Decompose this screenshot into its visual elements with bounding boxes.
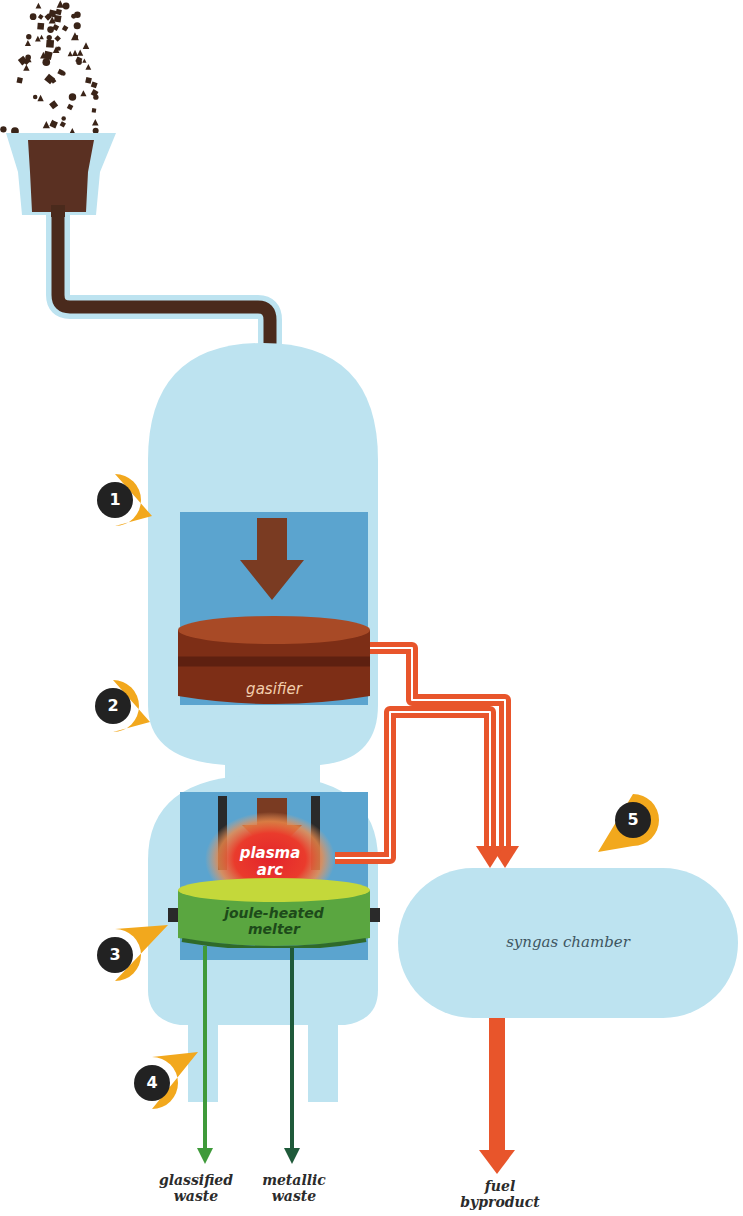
- arrowhead: [476, 846, 504, 868]
- disk-top: [178, 878, 370, 902]
- arrowhead: [284, 1148, 300, 1164]
- callout-number: 2: [98, 697, 128, 715]
- particle: [50, 119, 56, 125]
- node-label: syngas chamber: [506, 934, 630, 951]
- particle: [67, 104, 74, 111]
- hopper: [6, 133, 116, 215]
- particle: [61, 116, 66, 121]
- particle: [77, 50, 83, 56]
- syngas-chamber: syngas chamber: [398, 868, 738, 1018]
- particle: [85, 64, 91, 70]
- gasifier-disk: gasifier: [178, 616, 370, 706]
- arrowhead: [197, 1148, 213, 1164]
- particle: [30, 13, 37, 20]
- upper-vessel: [148, 343, 378, 765]
- particle: [16, 77, 22, 83]
- particle: [33, 95, 38, 100]
- hopper-fill: [28, 140, 94, 212]
- particle: [37, 95, 43, 101]
- particle: [69, 128, 75, 134]
- particle: [43, 121, 50, 128]
- callout-number: 1: [100, 491, 130, 509]
- particle: [49, 10, 57, 18]
- particle: [85, 77, 92, 84]
- particle: [46, 40, 54, 48]
- particle: [25, 40, 31, 46]
- particle: [42, 58, 50, 66]
- pipe-body: [335, 712, 490, 858]
- particle: [71, 32, 79, 40]
- particle: [37, 23, 44, 30]
- particle: [26, 34, 31, 39]
- particle: [38, 14, 44, 20]
- particle: [49, 100, 58, 109]
- fuel-outflow: [489, 1012, 505, 1152]
- particle: [83, 42, 90, 49]
- particle: [49, 16, 56, 23]
- disk-top: [178, 616, 370, 644]
- particle: [36, 3, 42, 9]
- hopper-outlet: [51, 205, 65, 217]
- particle: [52, 24, 59, 31]
- particle: [74, 35, 78, 39]
- output-label: metallic waste: [252, 1172, 336, 1204]
- particle: [23, 59, 29, 65]
- metal-outflow: [290, 946, 294, 1150]
- particle: [0, 126, 6, 132]
- particle: [39, 35, 44, 40]
- output-label: fuel byproduct: [452, 1178, 548, 1210]
- syngas-pipe: [335, 712, 504, 868]
- particle: [92, 119, 99, 126]
- callout-number: 4: [137, 1074, 167, 1092]
- particle: [91, 81, 98, 88]
- particle: [75, 56, 82, 63]
- particle: [92, 108, 97, 113]
- particle: [93, 128, 99, 134]
- feed-arrow: [240, 518, 304, 600]
- node-label: joule-heated melter: [209, 905, 339, 937]
- vessel-leg: [308, 1020, 338, 1102]
- lower-vessel: [148, 775, 378, 1025]
- callout-number: 3: [100, 946, 130, 964]
- particle: [69, 93, 76, 100]
- arrowhead: [479, 1150, 515, 1174]
- particle: [49, 120, 57, 128]
- disk-band: [178, 657, 370, 667]
- node-label: gasifier: [246, 681, 302, 698]
- node-label: plasma arc: [238, 845, 302, 880]
- particle: [55, 9, 61, 15]
- particle: [47, 35, 52, 40]
- feed-pipe: [58, 200, 270, 350]
- particle: [68, 51, 73, 56]
- output-label: glassified waste: [151, 1172, 241, 1204]
- feed-pipe-casing: [58, 200, 270, 350]
- particle: [60, 121, 66, 127]
- pipe-stripe: [335, 712, 490, 858]
- particle: [44, 74, 55, 85]
- callout-number: 5: [618, 811, 648, 829]
- particle: [62, 25, 69, 32]
- particle: [82, 59, 86, 63]
- particle: [71, 14, 76, 19]
- particle: [56, 46, 60, 50]
- particle: [74, 22, 81, 29]
- particle: [80, 90, 86, 96]
- glass-outflow: [203, 946, 207, 1150]
- particle: [72, 50, 78, 56]
- particle: [54, 35, 61, 42]
- particle: [61, 71, 65, 75]
- melter-disk: joule-heated melter: [178, 878, 370, 948]
- particle: [23, 64, 29, 70]
- particle: [63, 3, 70, 10]
- particle: [93, 94, 98, 99]
- disk-rim: [182, 940, 366, 948]
